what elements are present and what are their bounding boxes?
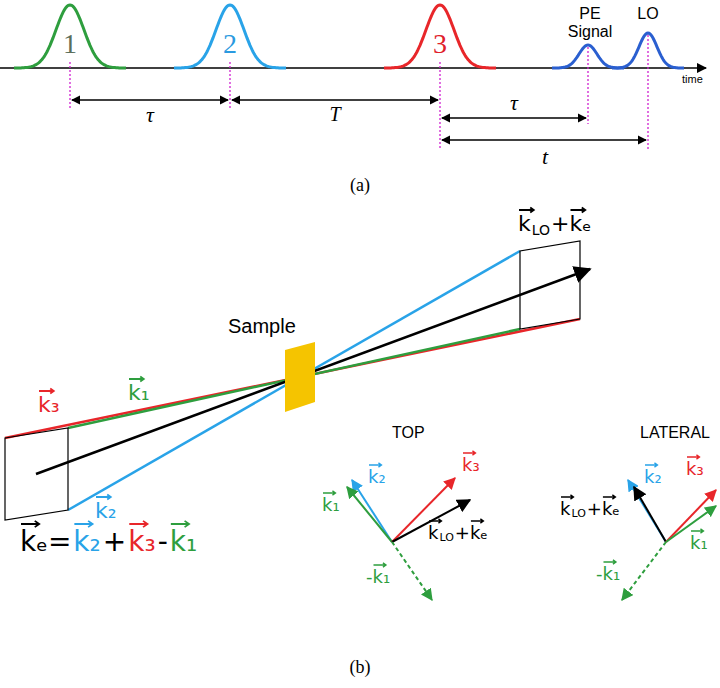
vector-arrow <box>519 208 534 213</box>
label: k₁ <box>690 534 708 552</box>
vector-arrow <box>323 491 335 495</box>
label: Signal <box>568 24 612 40</box>
vector-arrow <box>96 495 111 500</box>
label: -k₁ <box>596 565 620 583</box>
label: (a) <box>350 176 370 194</box>
label: 1 <box>63 30 77 58</box>
pulse <box>612 33 684 68</box>
label: LO <box>532 223 550 237</box>
top-view <box>347 478 470 600</box>
time-axis <box>0 67 706 69</box>
vector-arrow <box>645 463 657 467</box>
label: T <box>329 104 340 124</box>
label: -k₁ <box>366 568 390 586</box>
label: k₁ <box>128 382 150 404</box>
vector-arrow <box>687 455 699 459</box>
vector-arrow <box>74 521 92 527</box>
label: +kₑ <box>455 524 488 542</box>
label: +kₑ <box>587 500 620 518</box>
label: τ <box>146 104 154 126</box>
vector-arrow <box>21 521 39 527</box>
vector-arrow <box>603 560 615 564</box>
label: (b) <box>350 658 371 676</box>
guide-lines <box>70 35 648 150</box>
label: 2 <box>223 30 237 58</box>
pulses <box>14 5 684 68</box>
vector-arrow <box>171 521 189 527</box>
pulse <box>174 5 286 68</box>
label: k₃ <box>128 528 155 556</box>
vector-arrow <box>129 377 144 382</box>
beam-boxes <box>5 241 580 520</box>
label: + <box>103 528 126 556</box>
label: k₂ <box>644 468 662 486</box>
label: PE <box>579 6 600 22</box>
label: k <box>560 500 570 518</box>
label: k <box>428 524 438 542</box>
label: k₃ <box>462 456 480 474</box>
interval-arrows <box>72 100 646 140</box>
vector-arrow <box>39 389 54 394</box>
vector-arrow <box>129 521 147 527</box>
label: Sample <box>228 316 296 336</box>
vector-arrow <box>471 519 483 523</box>
label: k₂ <box>73 528 100 556</box>
vector-arrow <box>463 451 475 455</box>
beams <box>5 251 580 510</box>
label: k₂ <box>368 468 386 486</box>
label: kₑ= <box>20 528 71 556</box>
vector-arrow <box>561 495 573 499</box>
label: τ <box>510 92 518 114</box>
label: - <box>158 528 168 556</box>
label: t <box>542 146 548 168</box>
label: LATERAL <box>640 425 710 441</box>
vector-arrow <box>603 495 615 499</box>
vector-arrow <box>429 519 441 523</box>
lateral-view <box>622 480 716 600</box>
vector-arrow <box>691 529 703 533</box>
sample <box>285 342 315 412</box>
pulse <box>14 5 126 68</box>
label: k₃ <box>686 460 704 478</box>
vector-arrows <box>21 208 703 568</box>
label: k₂ <box>95 500 117 522</box>
label: k₁ <box>322 496 340 514</box>
label: LO <box>439 532 453 543</box>
vector-arrow <box>373 563 385 567</box>
label: k <box>518 213 531 235</box>
vector-arrow <box>369 463 381 467</box>
label: k₃ <box>38 394 60 416</box>
label: k₁ <box>170 528 197 556</box>
signal-beam <box>36 269 590 474</box>
label: time <box>682 74 703 85</box>
label: LO <box>571 508 585 519</box>
pulse <box>384 5 496 68</box>
label: 3 <box>433 30 447 58</box>
label: TOP <box>392 425 425 441</box>
label: LO <box>637 6 658 22</box>
label: +kₑ <box>551 213 591 235</box>
vector-arrow <box>571 208 586 213</box>
